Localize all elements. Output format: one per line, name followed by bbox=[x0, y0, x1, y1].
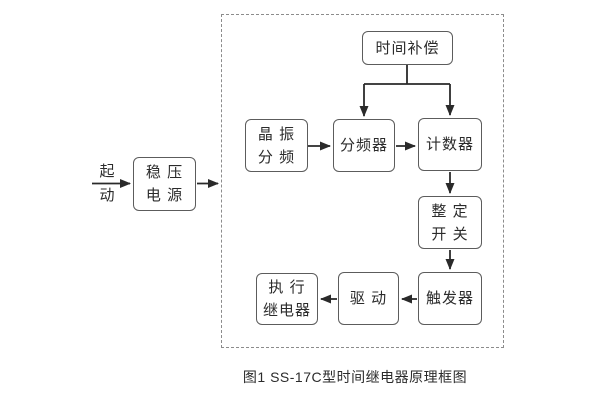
block-counter: 计数器 bbox=[418, 118, 482, 171]
start-label: 起 动 bbox=[96, 163, 118, 204]
block-frequency-divider: 分频器 bbox=[333, 119, 395, 172]
block-crystal-divider-line1: 晶 振 bbox=[257, 125, 296, 143]
block-trigger-label: 触发器 bbox=[425, 290, 474, 307]
figure-caption: 图1 SS-17C型时间继电器原理框图 bbox=[242, 369, 468, 385]
block-power-supply: 稳 压 电 源 bbox=[133, 157, 196, 211]
block-time-compensation-label: 时间补偿 bbox=[375, 39, 440, 57]
block-power-supply-line2: 电 源 bbox=[145, 187, 184, 204]
block-setting-switch-line1: 整 定 bbox=[431, 202, 469, 220]
start-label-line2: 动 bbox=[99, 187, 115, 204]
block-frequency-divider-label: 分频器 bbox=[339, 137, 388, 154]
block-drive-label: 驱 动 bbox=[349, 290, 388, 307]
block-output-relay: 执 行 继电器 bbox=[256, 273, 318, 325]
block-crystal-divider: 晶 振 分 频 bbox=[245, 119, 308, 172]
block-crystal-divider-line2: 分 频 bbox=[257, 148, 296, 166]
start-label-line1: 起 bbox=[99, 163, 115, 180]
block-time-compensation: 时间补偿 bbox=[362, 31, 453, 65]
block-trigger: 触发器 bbox=[418, 272, 482, 325]
block-counter-label: 计数器 bbox=[425, 136, 474, 153]
dashed-enclosure bbox=[221, 14, 504, 348]
block-output-relay-line1: 执 行 bbox=[268, 279, 306, 296]
block-output-relay-line2: 继电器 bbox=[262, 302, 311, 319]
block-setting-switch-line2: 开 关 bbox=[431, 225, 469, 243]
block-power-supply-line1: 稳 压 bbox=[145, 164, 184, 181]
block-setting-switch: 整 定 开 关 bbox=[418, 196, 482, 249]
block-drive: 驱 动 bbox=[338, 272, 399, 325]
